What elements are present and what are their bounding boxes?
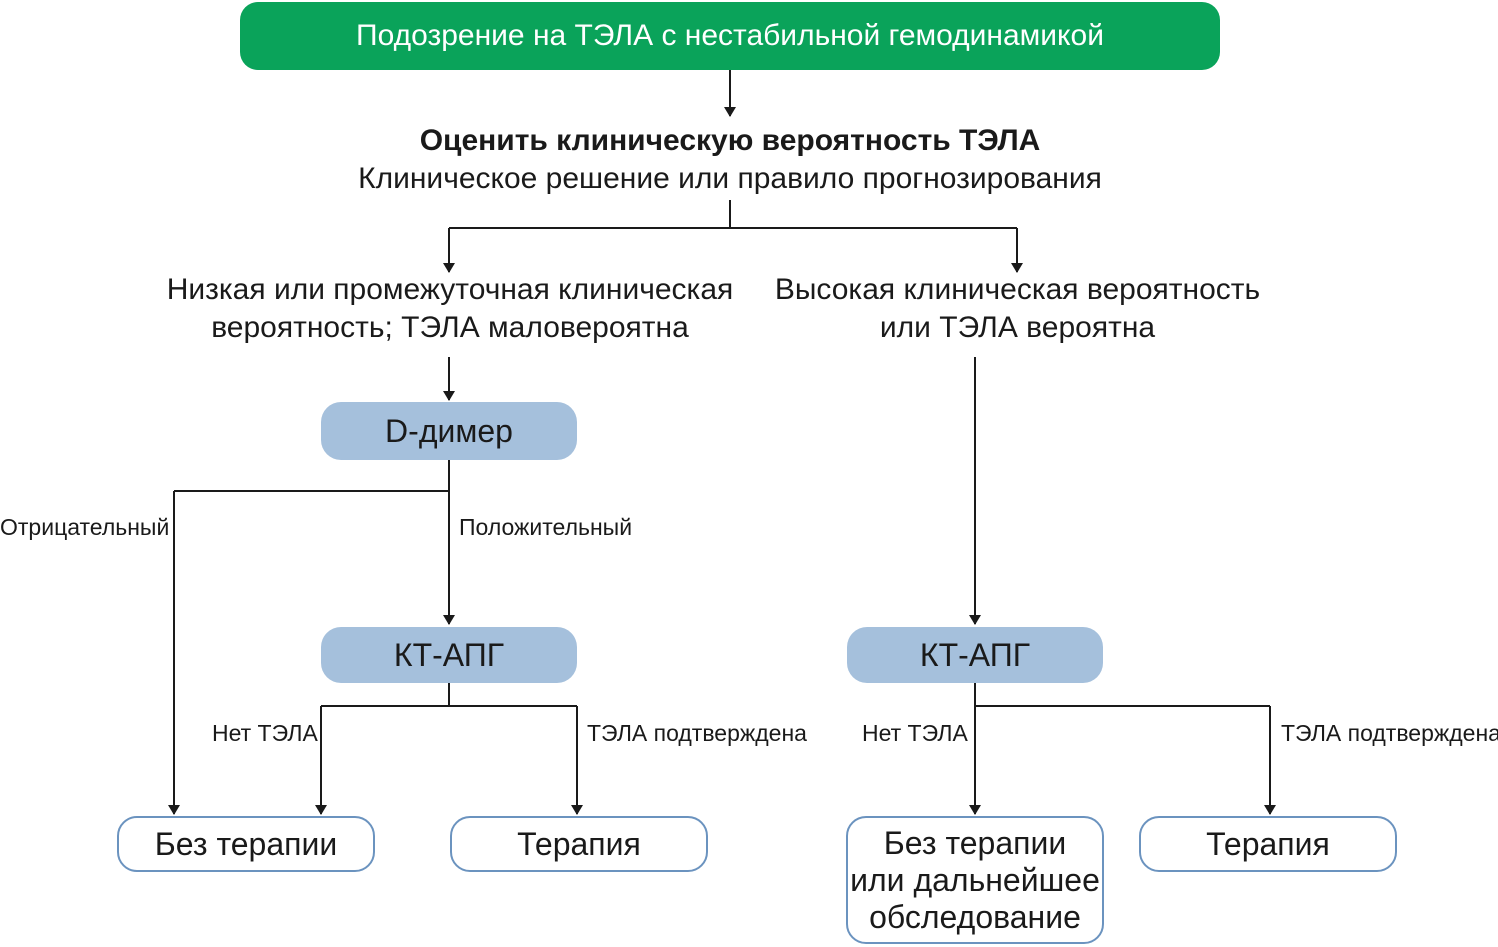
ctapg-left-text: КТ-АПГ: [393, 636, 505, 673]
outcome-no-therapy-box: Без терапии: [117, 816, 375, 872]
assess-subtitle: Клиническое решение или правило прогнози…: [358, 162, 1102, 195]
outcome-no-therapy-further-box: Без терапии или дальнейшее обследование: [846, 816, 1104, 944]
negative-label: Отрицательный: [0, 514, 170, 540]
no-pe-right-label: Нет ТЭЛА: [862, 720, 968, 746]
ctapg-right-box: КТ-АПГ: [847, 627, 1103, 683]
title-text: Подозрение на ТЭЛА с нестабильной гемоди…: [356, 19, 1104, 52]
ddimer-box: D-димер: [321, 402, 577, 460]
outcome-therapy-right-box: Терапия: [1139, 816, 1397, 872]
outcome-therapy-right-text: Терапия: [1206, 825, 1330, 862]
ctapg-right-text: КТ-АПГ: [919, 636, 1031, 673]
pe-confirmed-left-label: ТЭЛА подтверждена: [587, 720, 807, 746]
outcome-therapy-left-box: Терапия: [450, 816, 708, 872]
assess-title: Оценить клиническую вероятность ТЭЛА: [419, 124, 1041, 157]
ctapg-left-box: КТ-АПГ: [321, 627, 577, 683]
high-probability-line2: или ТЭЛА вероятна: [879, 311, 1156, 344]
low-probability-line2: вероятность; ТЭЛА маловероятна: [211, 311, 689, 344]
outcome-therapy-left-text: Терапия: [517, 825, 641, 862]
ddimer-text: D-димер: [385, 412, 513, 449]
outcome-no-therapy-text: Без терапии: [154, 825, 338, 862]
positive-label: Положительный: [459, 514, 633, 540]
high-probability-line1: Высокая клиническая вероятность: [774, 273, 1261, 306]
low-probability-block: Низкая или промежуточная клиническая вер…: [130, 271, 770, 347]
assess-block: Оценить клиническую вероятность ТЭЛА Кли…: [330, 122, 1130, 198]
outcome-no-therapy-further-line2: или дальнейшее: [850, 861, 1100, 898]
low-probability-line1: Низкая или промежуточная клиническая: [166, 273, 734, 306]
outcome-no-therapy-further-line3: обследование: [869, 898, 1081, 935]
title-box: Подозрение на ТЭЛА с нестабильной гемоди…: [240, 2, 1220, 70]
high-probability-block: Высокая клиническая вероятность или ТЭЛА…: [740, 271, 1295, 347]
pe-confirmed-right-label: ТЭЛА подтверждена: [1281, 720, 1498, 746]
no-pe-left-label: Нет ТЭЛА: [212, 720, 318, 746]
outcome-no-therapy-further-line1: Без терапии: [883, 824, 1067, 861]
